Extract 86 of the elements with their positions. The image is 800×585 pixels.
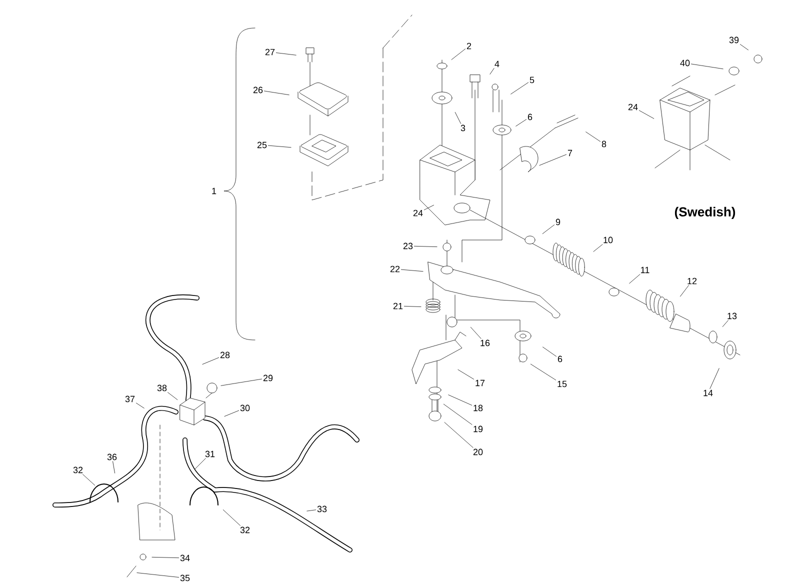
leader-line <box>451 48 466 60</box>
callout-number: 29 <box>263 374 273 382</box>
leader-line <box>222 510 240 526</box>
callout-number: 16 <box>480 340 490 346</box>
leader-line <box>542 224 554 234</box>
leader-line <box>194 458 206 470</box>
callout-number: 26 <box>253 86 263 94</box>
leader-line <box>458 369 474 380</box>
leader-line <box>680 285 689 297</box>
callout-number: 30 <box>240 404 250 412</box>
callout-number: 32 <box>240 526 250 534</box>
leader-line <box>202 357 219 365</box>
callout-number: 6 <box>528 114 532 120</box>
callout-number: 31 <box>205 450 215 458</box>
leader-line <box>404 306 422 307</box>
leader-line <box>306 510 316 512</box>
callout-number: 23 <box>403 242 413 250</box>
callout-number: 25 <box>257 142 267 148</box>
leader-line <box>510 82 528 94</box>
leader-line <box>136 402 144 408</box>
leader-line <box>401 269 424 272</box>
callout-number: 19 <box>474 426 483 432</box>
callout-number: 34 <box>180 554 190 562</box>
callout-number: 2 <box>466 42 472 50</box>
callout-number: 12 <box>688 278 697 284</box>
callout-number: 9 <box>556 218 560 226</box>
leader-line <box>136 572 179 578</box>
leader-line <box>691 64 724 70</box>
callout-number: 6 <box>558 356 562 362</box>
leader-line <box>424 204 434 210</box>
leader-line <box>542 346 556 357</box>
leader-line <box>740 44 748 50</box>
callout-number: 5 <box>530 76 534 84</box>
callout-number: 15 <box>558 380 567 388</box>
leader-line <box>220 378 262 386</box>
leader-line <box>414 246 438 247</box>
callout-number: 33 <box>317 506 327 512</box>
leader-line <box>448 394 472 406</box>
callout-number: 24 <box>413 210 423 216</box>
callout-number: 32 <box>73 466 83 474</box>
callout-number: 17 <box>476 380 485 386</box>
callout-number: 8 <box>602 140 606 148</box>
callout-number: 27 <box>265 48 275 56</box>
leader-line <box>722 320 728 327</box>
callout-number: 20 <box>473 448 483 456</box>
leader-line <box>152 556 179 558</box>
leader-line <box>224 410 239 417</box>
callout-number: 11 <box>641 266 650 274</box>
callout-number: 36 <box>107 454 117 460</box>
callout-number: 7 <box>568 150 572 156</box>
leader-line <box>264 90 290 96</box>
leader-line <box>490 68 494 74</box>
leader-line <box>276 52 296 56</box>
callout-number: 28 <box>220 352 230 358</box>
leader-line <box>710 368 720 389</box>
callout-number: 38 <box>157 384 167 392</box>
callout-number: 22 <box>390 266 400 272</box>
callout-number: 13 <box>728 312 737 320</box>
leader-line <box>629 274 640 284</box>
callout-number: 24 <box>628 104 638 110</box>
callout-number: 35 <box>180 574 190 582</box>
leader-line <box>539 154 566 166</box>
callout-number: 18 <box>474 404 483 412</box>
leader-line <box>444 422 474 448</box>
callout-number: 39 <box>729 36 739 44</box>
leader-line <box>443 404 472 425</box>
callout-number: 10 <box>604 236 613 244</box>
leader-line <box>639 110 654 119</box>
callout-number: 21 <box>393 302 403 310</box>
leader-line <box>112 461 115 474</box>
leader-line <box>268 145 292 148</box>
callout-number: 4 <box>494 60 500 68</box>
leader-line <box>593 244 603 252</box>
callout-number: 1 <box>212 188 216 194</box>
leader-line <box>82 474 96 486</box>
leader-line <box>168 392 178 400</box>
leader-line <box>454 112 462 124</box>
callout-number: 37 <box>125 396 135 402</box>
callout-number: 14 <box>704 390 713 396</box>
leader-line <box>516 119 526 126</box>
leader-line <box>530 364 556 380</box>
callout-number: 40 <box>680 60 690 66</box>
leader-line <box>586 132 600 142</box>
variant-label: (Swedish) <box>674 206 736 220</box>
callout-number: 3 <box>460 124 466 132</box>
leader-line <box>470 326 482 339</box>
